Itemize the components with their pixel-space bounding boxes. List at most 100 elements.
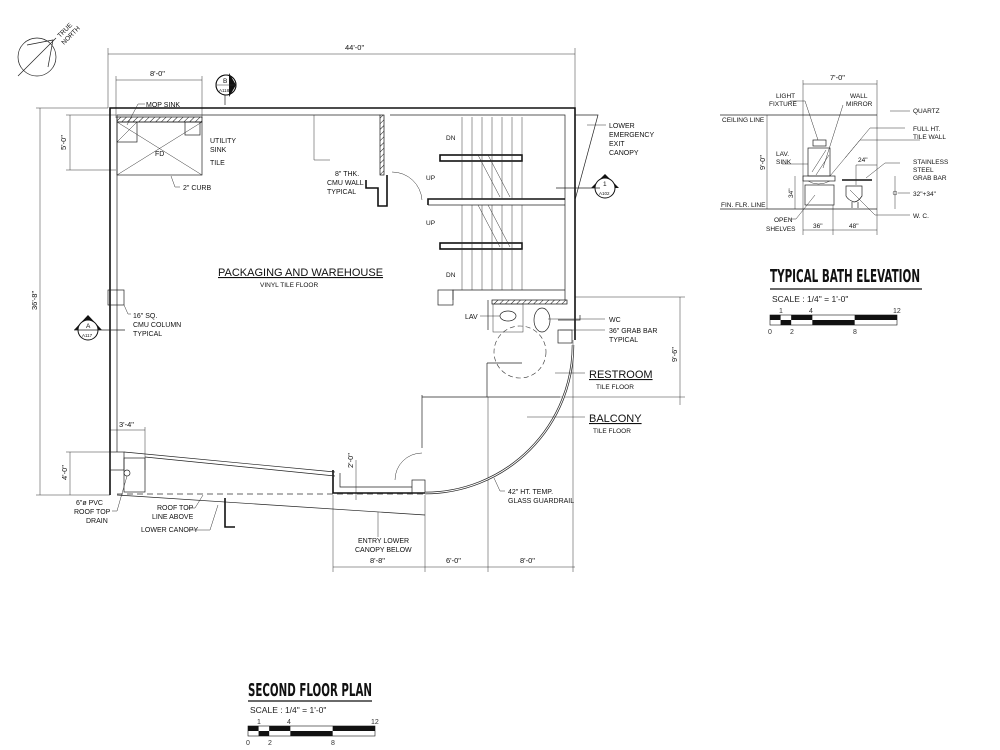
dimension-bottom-2: 6'-0": [446, 556, 461, 565]
bath-title: TYPICAL BATH ELEVATION: [770, 266, 920, 287]
bath-dimension-wc-width: 48": [849, 223, 859, 230]
light-fixture-label: LIGHT: [776, 93, 795, 100]
dimension-entry-offset: 2'-0": [346, 453, 355, 468]
scale-bar-segment: [290, 731, 333, 736]
scale-bar-segment: [780, 320, 792, 325]
stair-up-label: UP: [426, 175, 435, 182]
wc-label: WC: [609, 317, 621, 324]
grab-bar-label: GRAB BAR: [913, 175, 947, 182]
utility-sink-label: UTILITY: [210, 138, 236, 145]
scale-bar-segment: [770, 315, 781, 320]
grab-bar-label: STAINLESS: [913, 159, 949, 166]
scale-bar-segment: [854, 315, 897, 320]
open-shelves-label: OPEN: [774, 217, 793, 224]
room-floor-balcony: TILE FLOOR: [593, 428, 631, 435]
lav-sink-label: SINK: [776, 159, 792, 166]
column-label: CMU COLUMN: [133, 322, 181, 329]
dimension-corner-width: 3'-4": [119, 420, 134, 429]
lower-canopy-label: LOWER CANOPY: [141, 527, 199, 534]
cmu-wall-label: TYPICAL: [327, 189, 356, 196]
bath-dimension-grab-offset: 24": [858, 157, 868, 164]
scale-tick: 0: [246, 740, 250, 747]
mop-sink-label: MOP SINK: [146, 102, 180, 109]
bath-dimension-vanity-height: 34": [788, 188, 795, 198]
section-sheet: A118: [219, 88, 230, 93]
canopy-label: CANOPY: [609, 150, 639, 157]
section-sheet: A117: [82, 333, 93, 338]
cmu-wall-label: 8" THK.: [335, 171, 359, 178]
scale-tick: 4: [287, 719, 291, 726]
room-floor-restroom: TILE FLOOR: [596, 384, 634, 391]
section-sheet: A102: [599, 191, 610, 196]
dimension-bottom-3: 8'-0": [520, 556, 535, 565]
dimension-mop-depth: 5'-0": [59, 135, 68, 150]
tile-wall-label: TILE WALL: [913, 134, 946, 141]
canopy-label: LOWER: [609, 123, 635, 130]
lav-label: LAV: [465, 314, 478, 321]
plan-scale-bar: [247, 725, 376, 737]
north-arrow-icon: TRUE NORTH: [17, 21, 82, 77]
scale-bar-segment: [269, 726, 291, 731]
section-marker-a: A A117: [74, 315, 125, 341]
section-marker-1: 1 A102: [556, 174, 619, 199]
scale-tick: 2: [268, 740, 272, 747]
scale-tick: 1: [779, 308, 783, 315]
dimension-bottom-1: 8'-8": [370, 556, 385, 565]
roof-line-label: LINE ABOVE: [152, 514, 194, 521]
dimension-overall-depth: 36'-8": [30, 291, 39, 310]
stair-up-label: UP: [426, 220, 435, 227]
room-name-balcony: BALCONY: [589, 413, 642, 425]
ceiling-line-label: CEILING LINE: [722, 117, 765, 124]
section-marker-b: B A118: [215, 73, 237, 105]
door-swing: [391, 171, 423, 201]
entry-canopy-label: CANOPY BELOW: [355, 547, 412, 554]
floor-drain-label: FD: [155, 151, 164, 158]
wc-label: W. C.: [913, 213, 929, 220]
canopy-label: EMERGENCY: [609, 132, 654, 139]
light-fixture-label: FIXTURE: [769, 101, 797, 108]
room-name-warehouse: PACKAGING AND WAREHOUSE: [218, 267, 383, 279]
floor-line-label: FIN. FLR. LINE: [721, 202, 766, 209]
lower-emergency-canopy: [574, 114, 599, 201]
dimension-lines: [36, 48, 685, 572]
scale-bar-segment: [258, 731, 270, 736]
drain-label: ROOF TOP: [74, 509, 111, 516]
room-floor-warehouse: VINYL TILE FLOOR: [260, 282, 318, 289]
utility-sink-label: SINK: [210, 147, 227, 154]
tile-label: TILE: [210, 160, 225, 167]
grab-bar-label: TYPICAL: [609, 337, 638, 344]
mirror-label: WALL: [850, 93, 868, 100]
dimension-restroom-depth: 9'-6": [670, 347, 679, 362]
scale-tick: 4: [809, 308, 813, 315]
exterior-walls: [107, 107, 576, 495]
roof-line-label: ROOF TOP: [157, 505, 194, 512]
scale-bar-segment: [812, 320, 855, 325]
canopy-label: EXIT: [609, 141, 625, 148]
plan-scale: SCALE : 1/4" = 1'-0": [250, 705, 326, 715]
grab-bar-label: STEEL: [913, 167, 934, 174]
stair-down-label: DN: [446, 135, 456, 142]
mop-sink-area: [116, 121, 203, 176]
quartz-label: QUARTZ: [913, 108, 940, 115]
bath-dimension-height: 9'-0": [758, 155, 767, 170]
bath-scale-bar: [769, 314, 898, 326]
guardrail-label: GLASS GUARDRAIL: [508, 498, 574, 505]
scale-tick: 12: [371, 719, 379, 726]
stair-down-label: DN: [446, 272, 456, 279]
dimension-mop-width: 8'-0": [150, 69, 165, 78]
scale-bar-segment: [248, 726, 259, 731]
column-label: 16" SQ.: [133, 313, 157, 320]
bath-scale: SCALE : 1/4" = 1'-0": [772, 294, 848, 304]
curb-label: 2" CURB: [183, 185, 211, 192]
scale-bar-segment: [791, 315, 813, 320]
scale-tick: 8: [853, 329, 857, 336]
dimension-corner-depth: 4'-0": [60, 465, 69, 480]
scale-bar-segment: [332, 726, 375, 731]
second-floor-plan: 44'-0" 8'-0" 5'-0" 36'-8" 3'-4" 4'-0" 2'…: [30, 43, 685, 747]
section-letter: B: [223, 78, 227, 85]
plan-title: SECOND FLOOR PLAN: [248, 680, 372, 701]
entry-canopy-label: ENTRY LOWER: [358, 538, 409, 545]
stairs: [427, 117, 565, 306]
column-label: TYPICAL: [133, 331, 162, 338]
